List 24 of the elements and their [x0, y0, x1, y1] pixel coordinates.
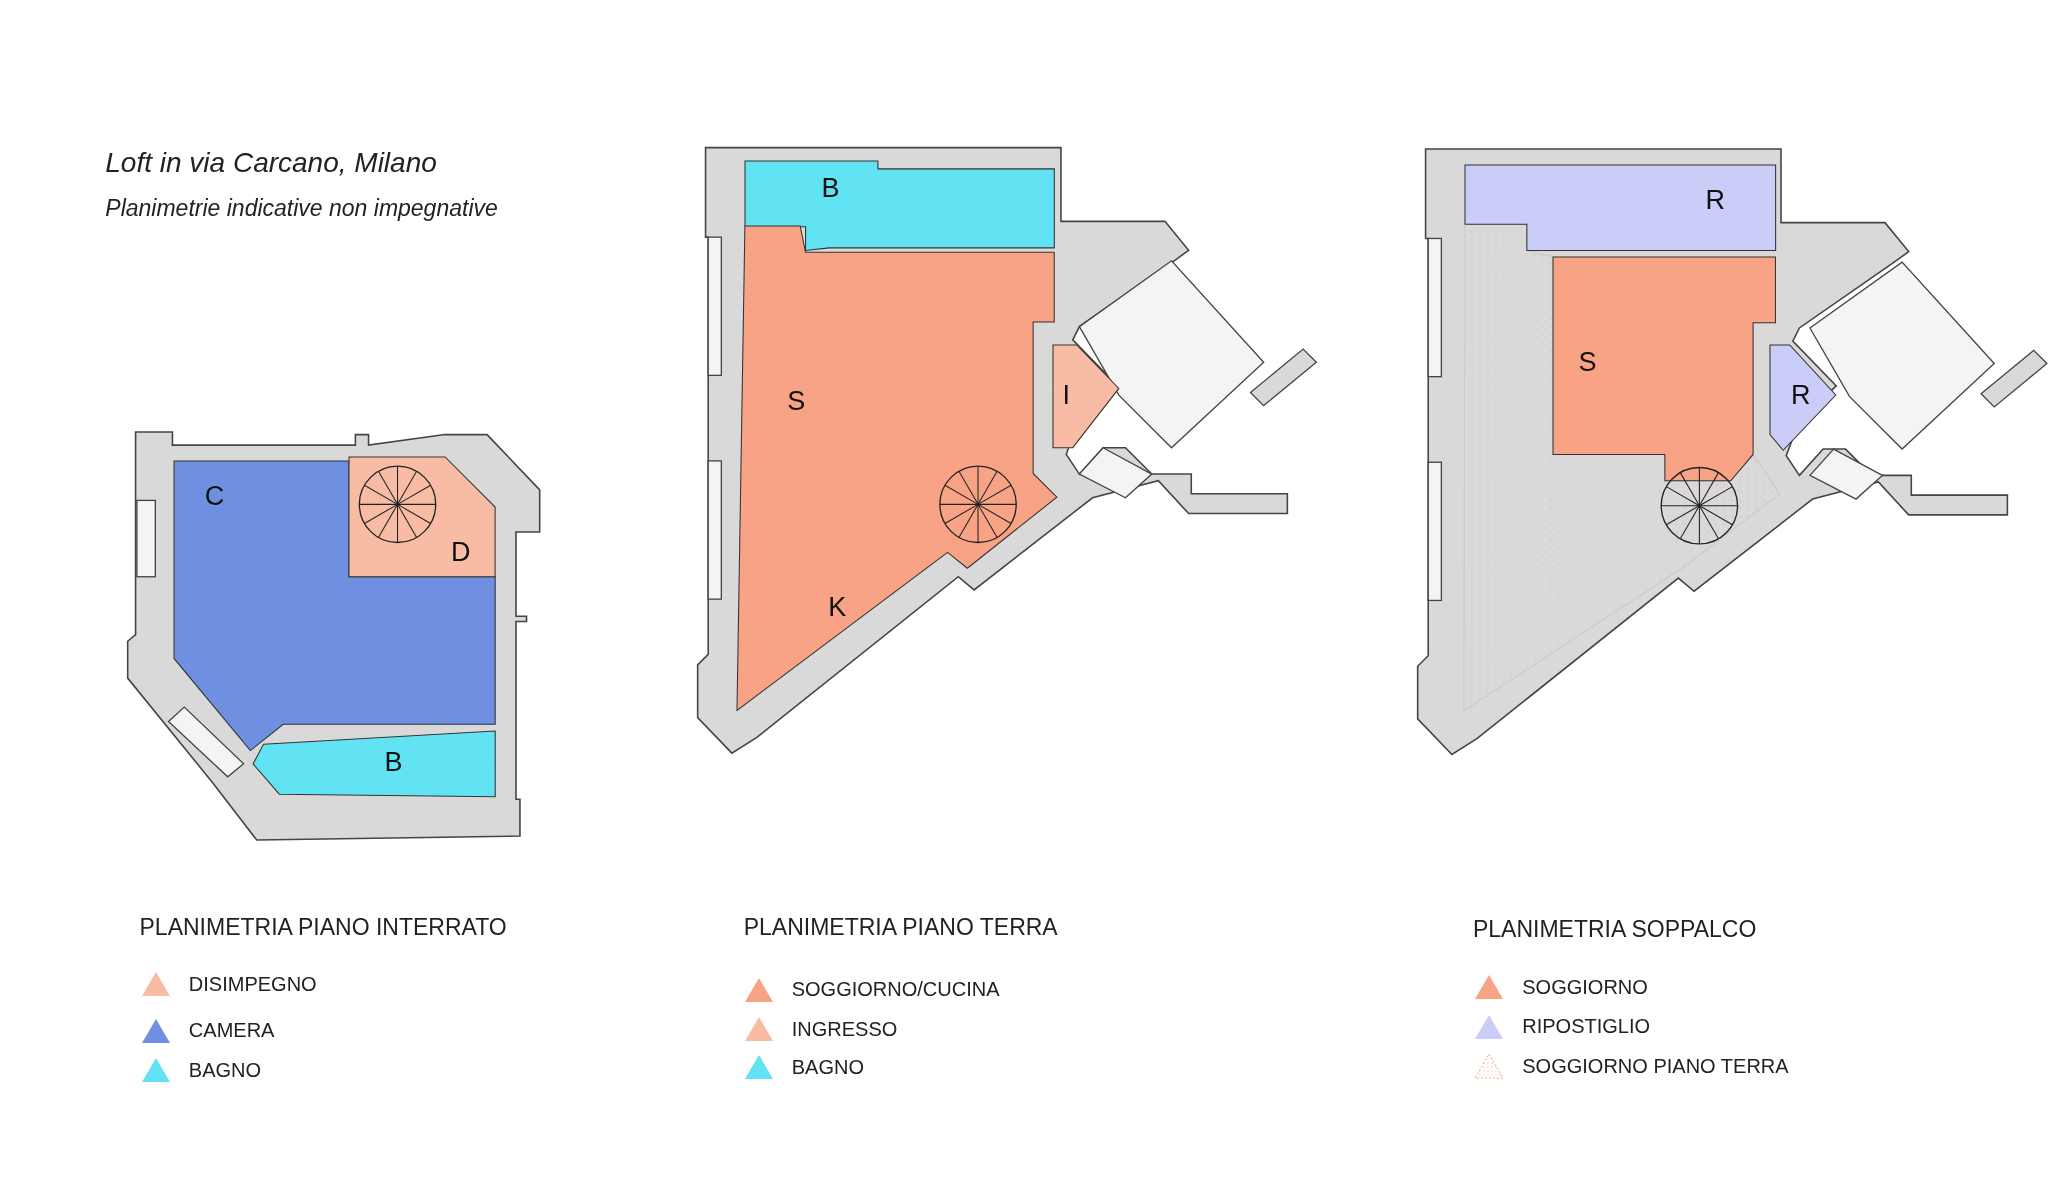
room-letter: S: [1578, 348, 1597, 376]
legend-text: CAMERA: [188, 1019, 275, 1042]
legend-text: SOGGIORNO PIANO TERRA: [1522, 1054, 1789, 1078]
room-letter: R: [1705, 186, 1725, 214]
room-letter: I: [1062, 381, 1070, 409]
plan-heading: PLANIMETRIA SOPPALCO: [1472, 916, 1757, 944]
room-letter: S: [787, 387, 806, 415]
title: Loft in via Carcano, Milano: [105, 147, 437, 180]
legend-text: INGRESSO: [791, 1017, 898, 1041]
subtitle: Planimetrie indicative non impegnative: [105, 194, 498, 222]
plan-heading: PLANIMETRIA PIANO INTERRATO: [139, 913, 507, 941]
room-letter: C: [204, 482, 225, 510]
room-letter: B: [821, 174, 840, 202]
legend-text: RIPOSTIGLIO: [1522, 1015, 1651, 1039]
legend-text: SOGGIORNO: [1522, 975, 1648, 999]
legend-text: SOGGIORNO/CUCINA: [791, 978, 1000, 1002]
legend-text: BAGNO: [791, 1055, 864, 1079]
plan-heading: PLANIMETRIA PIANO TERRA: [743, 913, 1058, 941]
room-letter: R: [1790, 381, 1811, 409]
room-letter: K: [828, 593, 847, 621]
room-letter: D: [450, 538, 471, 565]
legend-text: BAGNO: [188, 1058, 262, 1082]
legend-text: DISIMPEGNO: [188, 972, 317, 996]
room-letter: B: [384, 748, 403, 776]
